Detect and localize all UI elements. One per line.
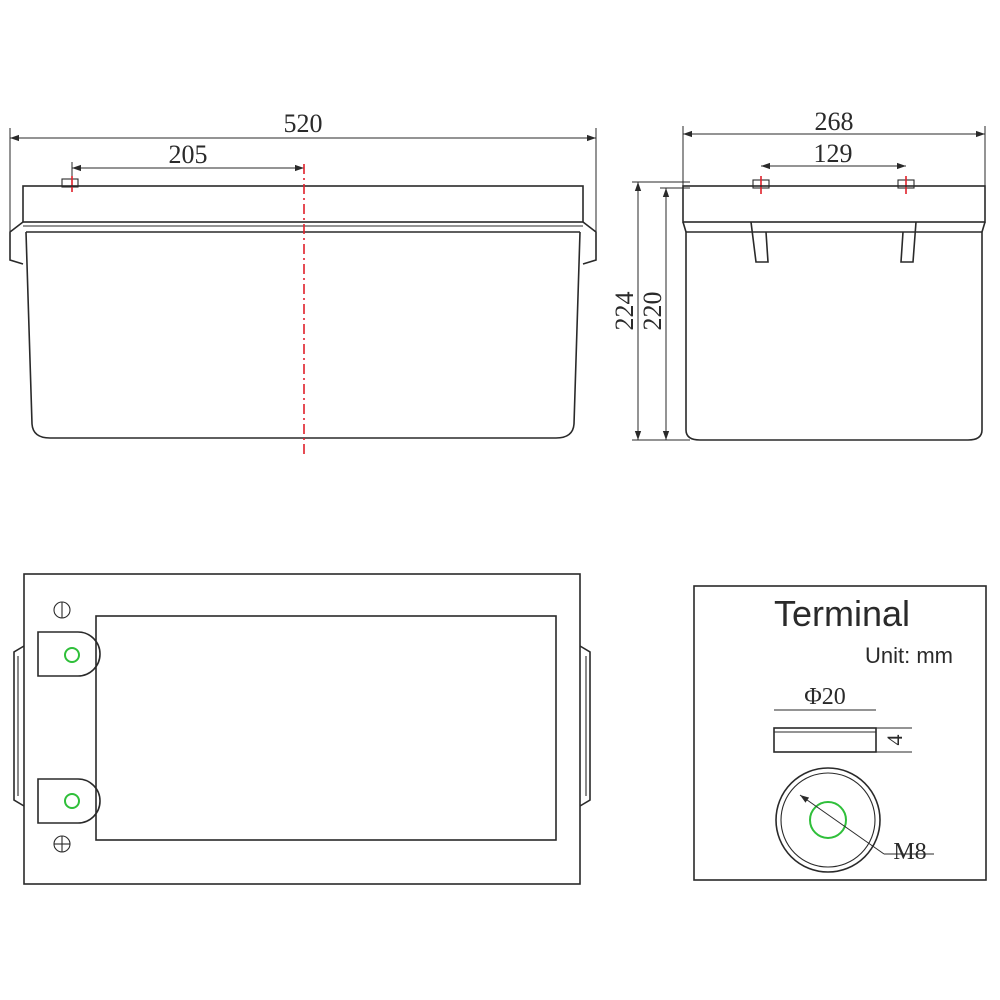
left-flange	[9, 221, 24, 265]
dimension-length-label: 520	[284, 109, 323, 138]
positive-terminal-pad	[37, 778, 101, 824]
lid	[22, 185, 584, 223]
dimension-thickness-label: 4	[882, 735, 907, 746]
terminal-detail: Terminal Unit: mm Φ20 4 M8	[693, 585, 987, 881]
case-body	[685, 232, 983, 441]
side-view: 268 129 224 220	[610, 107, 986, 441]
dimension-case-height-label: 220	[638, 292, 667, 331]
terminal-title: Terminal	[774, 593, 910, 634]
dimension-total-height-label: 224	[610, 292, 639, 331]
left-handle	[13, 645, 25, 807]
terminal-detail-frame	[693, 585, 987, 881]
case-body	[25, 231, 581, 439]
thread-label: M8	[893, 839, 926, 865]
dimension-terminal-offset-label: 205	[169, 140, 208, 169]
negative-terminal-pad	[37, 631, 101, 677]
lid	[682, 185, 986, 223]
top-outline	[23, 573, 581, 885]
front-view: 520 205	[9, 109, 597, 456]
lid-corner	[682, 221, 986, 233]
terminal-disk-inner	[780, 772, 876, 868]
terminal-disk	[775, 767, 881, 873]
positive-terminal-bolt	[64, 793, 80, 809]
clip	[750, 221, 769, 263]
right-flange	[582, 221, 597, 265]
right-handle	[579, 645, 591, 807]
terminal-stub	[61, 178, 79, 188]
top-view	[13, 573, 591, 885]
top-panel	[95, 615, 557, 841]
thread-leader-line	[799, 794, 885, 855]
terminal-profile	[773, 727, 877, 753]
dimension-terminal-spacing-label: 129	[814, 139, 853, 168]
clip	[900, 221, 917, 263]
dimension-diameter-label: Φ20	[804, 684, 846, 710]
thread-hole	[809, 801, 847, 839]
negative-terminal-bolt	[64, 647, 80, 663]
unit-label: Unit: mm	[865, 643, 953, 668]
dimension-width-label: 268	[815, 107, 854, 136]
